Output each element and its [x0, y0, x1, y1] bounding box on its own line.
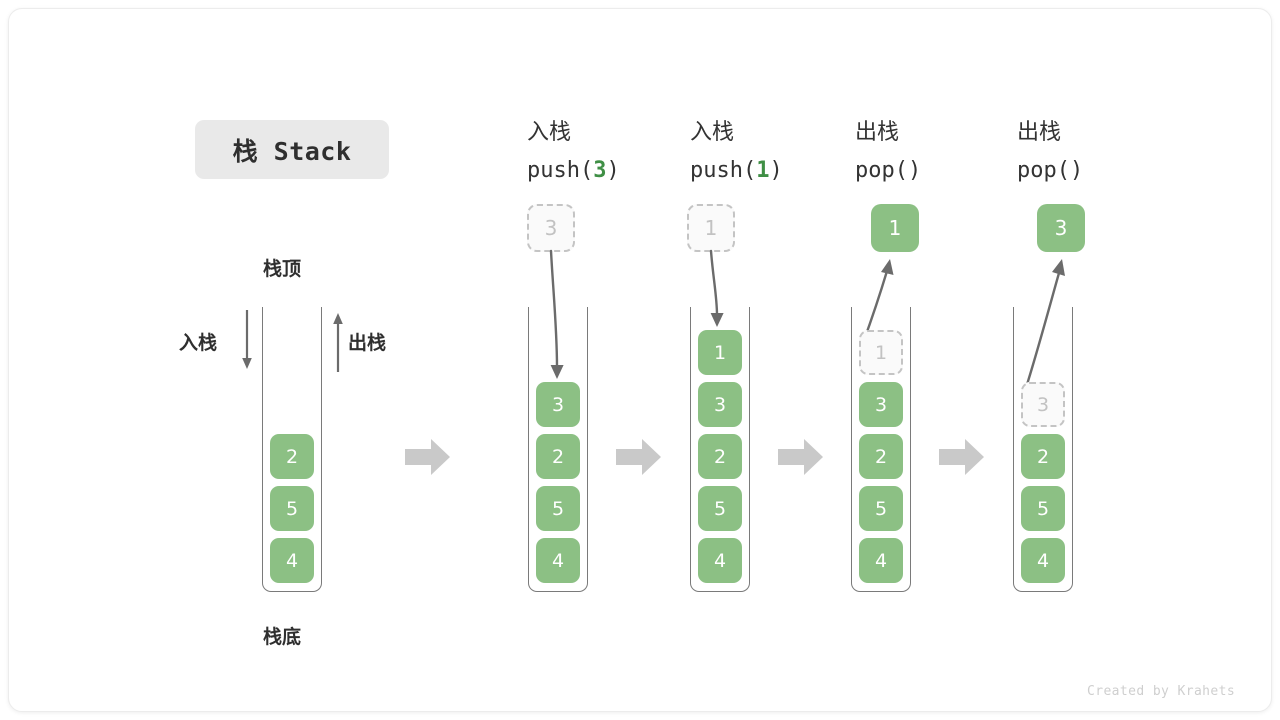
column-header-op-push-3: push(3) — [527, 158, 620, 183]
step-arrow-icon — [939, 438, 985, 476]
column-header-cn-pop-3: 出栈 — [1017, 120, 1062, 145]
incoming-element-1: 1 — [687, 204, 735, 252]
stack-initial: 2 5 4 — [262, 307, 322, 592]
column-header-push-1: 入栈 push(1) — [690, 114, 840, 190]
column-header-cn-push-3: 入栈 — [527, 120, 572, 145]
popped-element-3: 3 — [1037, 204, 1085, 252]
column-header-op-push-1: push(1) — [690, 158, 783, 183]
stack-cell: 2 — [536, 434, 580, 479]
push-3-motion-arrow-icon — [527, 249, 597, 389]
stack-after-pop-1: 1 3 2 5 4 — [851, 307, 911, 592]
step-arrow-icon — [778, 438, 824, 476]
stack-cell: 3 — [698, 382, 742, 427]
stack-cell: 2 — [698, 434, 742, 479]
stack-cell: 5 — [1021, 486, 1065, 531]
column-header-cn-pop-1: 出栈 — [855, 120, 900, 145]
stack-cell: 2 — [1021, 434, 1065, 479]
push-side-label: 入栈 — [179, 332, 218, 354]
stack-walls — [262, 307, 322, 592]
stack-cell-ghost: 1 — [859, 330, 903, 375]
stack-cell: 1 — [698, 330, 742, 375]
step-arrow-icon — [616, 438, 662, 476]
stack-cell: 5 — [859, 486, 903, 531]
column-header-pop-1: 出栈 pop() — [855, 114, 1005, 190]
stack-cell-ghost: 3 — [1021, 382, 1065, 427]
stack-cell: 3 — [859, 382, 903, 427]
stack-cell: 4 — [859, 538, 903, 583]
stack-cell: 4 — [1021, 538, 1065, 583]
stack-walls — [690, 307, 750, 592]
column-header-push-3: 入栈 push(3) — [527, 114, 677, 190]
credit-text: Created by Krahets — [1087, 684, 1236, 699]
stack-walls — [1013, 307, 1073, 592]
stack-cell: 2 — [270, 434, 314, 479]
push-direction-arrow-icon — [240, 310, 254, 372]
stack-cell: 4 — [536, 538, 580, 583]
title-badge: 栈 Stack — [195, 120, 389, 179]
stack-after-pop-3: 3 2 5 4 — [1013, 307, 1073, 592]
column-header-op-pop-3: pop() — [1017, 158, 1084, 183]
pop-side-label: 出栈 — [348, 332, 387, 354]
pop-direction-arrow-icon — [331, 310, 345, 372]
stack-bottom-label: 栈底 — [263, 626, 302, 648]
stack-cell: 4 — [270, 538, 314, 583]
stack-cell: 5 — [270, 486, 314, 531]
diagram-card: 栈 Stack 栈顶 栈底 入栈 出栈 入栈 push(3) 入栈 push(1… — [8, 8, 1272, 712]
stack-cell: 4 — [698, 538, 742, 583]
push-1-motion-arrow-icon — [687, 249, 757, 339]
stack-cell: 5 — [698, 486, 742, 531]
popped-element-1: 1 — [871, 204, 919, 252]
column-header-cn-push-1: 入栈 — [690, 120, 735, 145]
stack-top-label: 栈顶 — [263, 258, 302, 280]
stack-walls — [851, 307, 911, 592]
column-header-pop-3: 出栈 pop() — [1017, 114, 1167, 190]
stack-after-push-1: 1 3 2 5 4 — [690, 307, 750, 592]
stack-walls — [528, 307, 588, 592]
column-header-op-pop-1: pop() — [855, 158, 922, 183]
stack-cell: 2 — [859, 434, 903, 479]
incoming-element-3: 3 — [527, 204, 575, 252]
stack-cell: 5 — [536, 486, 580, 531]
step-arrow-icon — [405, 438, 451, 476]
stack-after-push-3: 3 2 5 4 — [528, 307, 588, 592]
stack-cell: 3 — [536, 382, 580, 427]
